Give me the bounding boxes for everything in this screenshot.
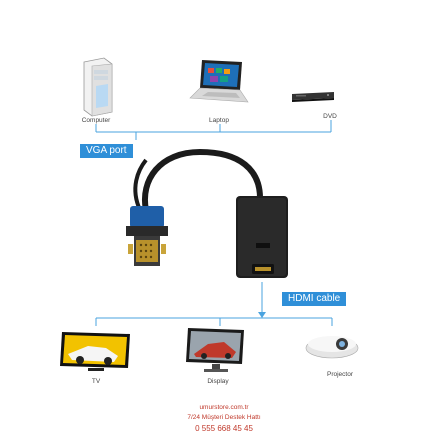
laptop-icon	[189, 60, 249, 103]
computer-label: Computer	[81, 117, 111, 124]
laptop-label: Laptop	[209, 117, 229, 124]
dvd-label: DVD	[323, 113, 337, 120]
computer-tower-icon	[83, 57, 113, 117]
tv-label: TV	[91, 378, 101, 385]
monitor-icon	[186, 328, 244, 372]
vga-to-hdmi-adapter	[126, 148, 288, 278]
footer-support: 7/24 Müşteri Destek Hattı	[187, 414, 261, 421]
projector-label: Projector	[326, 371, 353, 378]
hdmi-cable-tag: HDMI cable	[282, 292, 347, 306]
projector-icon	[305, 336, 359, 359]
vga-port-tag: VGA port	[80, 144, 133, 158]
display-label: Display	[207, 378, 229, 385]
footer-phone: 0 555 668 45 45	[195, 424, 253, 433]
footer-site: umurstore.com.tr	[199, 404, 249, 411]
tv-icon	[60, 332, 130, 371]
dvd-player-icon	[292, 92, 334, 102]
